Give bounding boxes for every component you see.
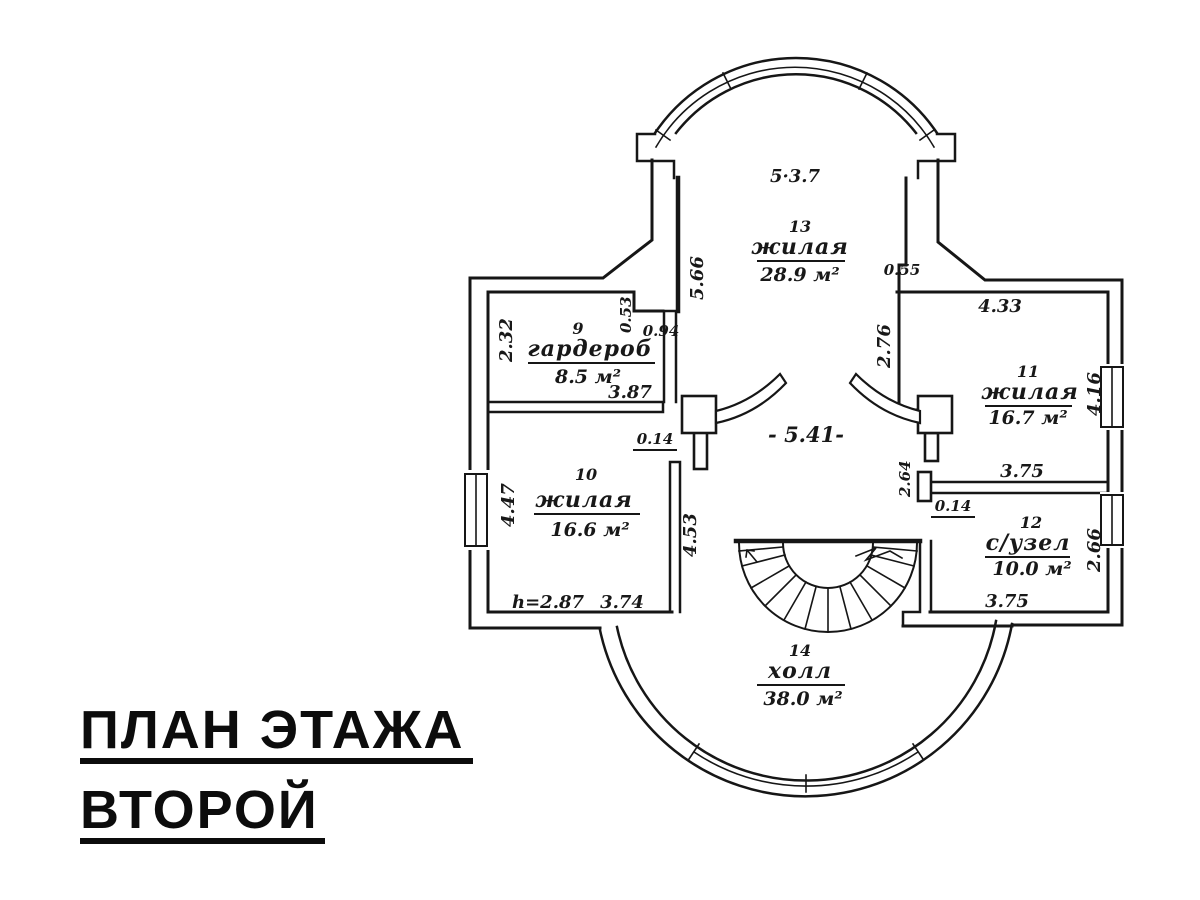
room-9-name: гардероб xyxy=(527,336,652,362)
room-9-number: 9 xyxy=(572,319,583,338)
plan-title: ПЛАН ЭТАЖА ВТОРОЙ xyxy=(80,700,473,844)
window-divider-ticks xyxy=(654,71,936,142)
dimension-labels: 5·3.7 5.66 0.55 2.76 4.33 4.16 2.32 0.53… xyxy=(496,166,1105,613)
double-doors xyxy=(680,372,954,435)
room-14-name: холл xyxy=(767,658,832,684)
room11-room12-wall xyxy=(928,480,1110,495)
room-12-label: 12 с/узел 10.0 м² xyxy=(985,513,1072,580)
room13-right-wall xyxy=(897,176,908,410)
room-14-label: 14 холл 38.0 м² xyxy=(757,641,845,710)
dim-wall-thickness-right-text: 0.14 xyxy=(935,497,972,515)
dim-room10-right: 4.53 xyxy=(680,513,701,557)
left-pilaster xyxy=(635,132,676,180)
left-door-leaf xyxy=(714,372,788,425)
room-14-number: 14 xyxy=(789,641,811,660)
wall-windows xyxy=(462,364,1128,550)
top-bay-window xyxy=(635,56,957,180)
dim-room9-bottom: 3.87 xyxy=(608,382,652,403)
dim-room10-bottom: 3.74 xyxy=(600,592,644,613)
dim-room12-top: 3.75 xyxy=(1000,461,1044,482)
interior-walls xyxy=(486,175,1110,628)
dim-notch-width: 0.94 xyxy=(643,322,680,340)
left-thin-partition xyxy=(692,429,709,471)
room-12-name: с/узел xyxy=(986,530,1071,556)
dim-room9-left: 2.32 xyxy=(496,318,517,363)
left-door-pier xyxy=(680,394,718,435)
dim-room13-left: 5.66 xyxy=(687,256,708,300)
room-12-number: 12 xyxy=(1020,513,1042,532)
room-13-name: жилая xyxy=(751,234,849,260)
room-11-name: жилая xyxy=(981,379,1079,405)
stair-treads xyxy=(738,546,918,633)
dim-wall-thickness-left-text: 0.14 xyxy=(637,430,674,448)
dim-top-width: 5·3.7 xyxy=(770,166,821,187)
room-10-number: 10 xyxy=(575,465,597,484)
room-12-area: 10.0 м² xyxy=(992,558,1071,580)
right-door-pier xyxy=(916,394,954,435)
right-door-leaf xyxy=(848,372,922,425)
right-thin-partition xyxy=(923,431,940,463)
dim-room11-left: 2.76 xyxy=(874,324,895,369)
room-10-label: 10 жилая 16.6 м² xyxy=(534,465,640,541)
stair-direction-arrow xyxy=(745,548,759,564)
dim-notch-height: 0.53 xyxy=(617,296,635,333)
room-14-area: 38.0 м² xyxy=(763,688,842,710)
dim-room11-top: 4.33 xyxy=(978,296,1022,317)
room-labels: 13 жилая 28.9 м² 9 гардероб 8.5 м² 11 жи… xyxy=(527,217,1079,710)
plan-title-line2: ВТОРОЙ xyxy=(80,779,319,840)
room-11-number: 11 xyxy=(1017,362,1039,381)
room-13-label: 13 жилая 28.9 м² xyxy=(751,217,849,286)
plan-title-line1: ПЛАН ЭТАЖА xyxy=(80,700,465,760)
dim-step-top-right: 0.55 xyxy=(884,261,921,279)
garderob-right-wall xyxy=(662,309,678,404)
niche-cap xyxy=(916,470,933,503)
dim-room12-bottom: 3.75 xyxy=(985,591,1029,612)
room-9-label: 9 гардероб 8.5 м² xyxy=(527,319,655,388)
room-13-number: 13 xyxy=(789,217,811,236)
room10-right-wall xyxy=(668,460,682,614)
room-13-area: 28.9 м² xyxy=(759,264,839,286)
dim-ceiling-height: h=2.87 xyxy=(512,592,584,613)
room12-left-wall xyxy=(901,539,933,628)
room-9-area: 8.5 м² xyxy=(554,366,621,388)
dim-room10-left: 4.47 xyxy=(498,483,519,527)
stair-break-line xyxy=(854,547,904,562)
room-11-area: 16.7 м² xyxy=(988,407,1067,429)
dim-room12-right: 2.66 xyxy=(1084,528,1105,573)
right-pilaster xyxy=(916,132,957,180)
room-10-name: жилая xyxy=(535,487,633,513)
garderob-bottom-wall xyxy=(486,400,665,414)
dim-room12-niche: 2.64 xyxy=(896,460,914,498)
dim-hall-width: - 5.41- xyxy=(768,422,844,447)
bottom-bay-window xyxy=(598,619,1014,798)
dim-wall-thickness-left: 0.14 xyxy=(633,430,677,451)
spiral-staircase xyxy=(733,538,923,633)
room-11-label: 11 жилая 16.7 м² xyxy=(981,362,1079,429)
window-divider-ticks xyxy=(687,742,925,793)
dim-wall-thickness-right: 0.14 xyxy=(931,497,975,518)
room-10-area: 16.6 м² xyxy=(550,519,629,541)
dim-room11-right: 4.16 xyxy=(1084,372,1105,416)
